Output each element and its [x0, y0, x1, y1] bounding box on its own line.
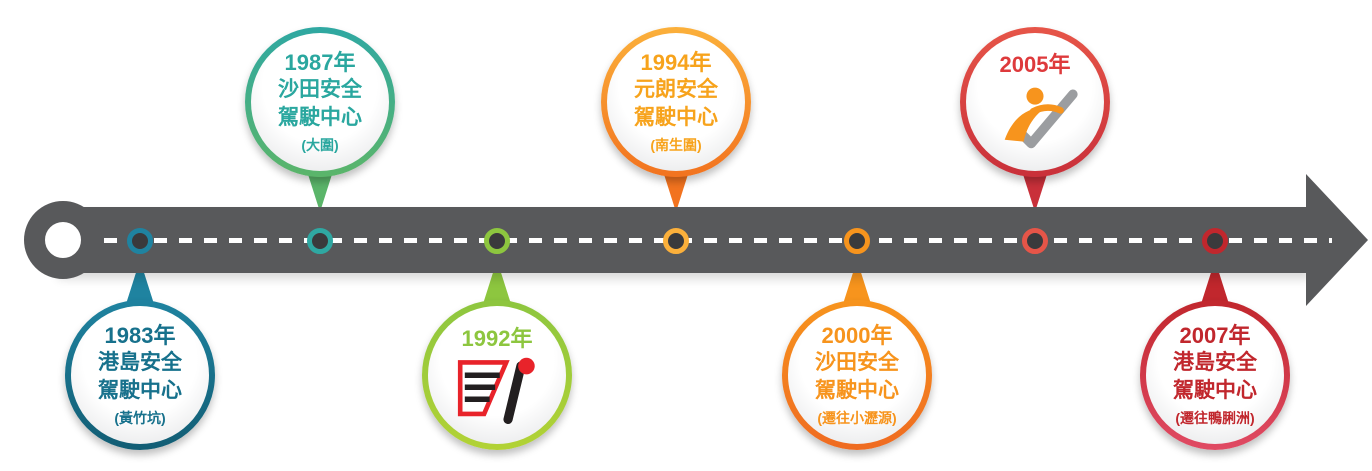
milestone-line: 港島安全 [98, 351, 182, 375]
milestone-1983: 1983年 港島安全 駕駛中心 (黃竹坑) [65, 0, 215, 471]
timeline-dot [663, 228, 689, 254]
milestone-line: 元朗安全 [634, 78, 718, 102]
milestone-line: 港島安全 [1173, 351, 1257, 375]
milestone-bubble: 1987年 沙田安全 駕駛中心 (大圍) [245, 27, 395, 177]
milestone-1992: 1992年 [422, 0, 572, 471]
milestone-bubble: 1994年 元朗安全 駕駛中心 (南生圍) [601, 27, 751, 177]
milestone-year: 1983年 [104, 322, 176, 348]
milestone-sublabel: (黃竹坑) [114, 410, 166, 427]
milestone-line: 駕駛中心 [1173, 379, 1257, 403]
milestone-2005: 2005年 [960, 0, 1110, 471]
milestone-bubble-inner: 2007年 港島安全 駕駛中心 (遷往鴨脷洲) [1146, 306, 1284, 444]
milestone-year: 2005年 [999, 51, 1071, 77]
milestone-year: 1992年 [461, 325, 533, 351]
milestone-sublabel: (南生圍) [650, 137, 702, 154]
milestone-bubble: 2007年 港島安全 駕駛中心 (遷往鴨脷洲) [1140, 300, 1290, 450]
milestone-year: 1987年 [284, 49, 356, 75]
milestone-2000: 2000年 沙田安全 駕駛中心 (遷往小瀝源) [782, 0, 932, 471]
timeline-dot [127, 228, 153, 254]
milestone-line: 沙田安全 [278, 78, 362, 102]
timeline-dot [307, 228, 333, 254]
milestone-sublabel: (大圍) [301, 137, 339, 154]
milestone-sublabel: (遷往鴨脷洲) [1175, 410, 1255, 427]
milestone-bubble-inner: 1983年 港島安全 駕駛中心 (黃竹坑) [71, 306, 209, 444]
milestone-year: 1994年 [640, 49, 712, 75]
milestone-bubble: 2005年 [960, 27, 1110, 177]
milestone-line: 駕駛中心 [634, 106, 718, 130]
milestone-1994: 1994年 元朗安全 駕駛中心 (南生圍) [601, 0, 751, 471]
milestone-year: 2000年 [821, 322, 893, 348]
timeline-dot [1202, 228, 1228, 254]
milestone-2007: 2007年 港島安全 駕駛中心 (遷往鴨脷洲) [1140, 0, 1290, 471]
milestone-line: 沙田安全 [815, 351, 899, 375]
timeline-dot [1022, 228, 1048, 254]
milestone-bubble: 1983年 港島安全 駕駛中心 (黃竹坑) [65, 300, 215, 450]
motoring-school-p-logo-icon [451, 355, 543, 425]
milestone-bubble: 2000年 沙田安全 駕駛中心 (遷往小瀝源) [782, 300, 932, 450]
milestone-line: 駕駛中心 [98, 379, 182, 403]
milestone-bubble-inner: 2005年 [966, 33, 1104, 171]
milestone-line: 駕駛中心 [278, 106, 362, 130]
milestone-year: 2007年 [1179, 322, 1251, 348]
milestone-1987: 1987年 沙田安全 駕駛中心 (大圍) [245, 0, 395, 471]
milestone-line: 駕駛中心 [815, 379, 899, 403]
timeline-dot [484, 228, 510, 254]
road-center-dashes [104, 238, 1332, 243]
milestone-bubble-inner: 1987年 沙田安全 駕駛中心 (大圍) [251, 33, 389, 171]
timeline-dot [844, 228, 870, 254]
milestone-bubble: 1992年 [422, 300, 572, 450]
road-start-circle [24, 201, 102, 279]
milestone-sublabel: (遷往小瀝源) [817, 410, 897, 427]
milestone-bubble-inner: 1992年 [428, 306, 566, 444]
milestone-bubble-inner: 2000年 沙田安全 駕駛中心 (遷往小瀝源) [788, 306, 926, 444]
milestone-bubble-inner: 1994年 元朗安全 駕駛中心 (南生圍) [607, 33, 745, 171]
safe-driving-figure-check-logo-icon [987, 81, 1083, 153]
